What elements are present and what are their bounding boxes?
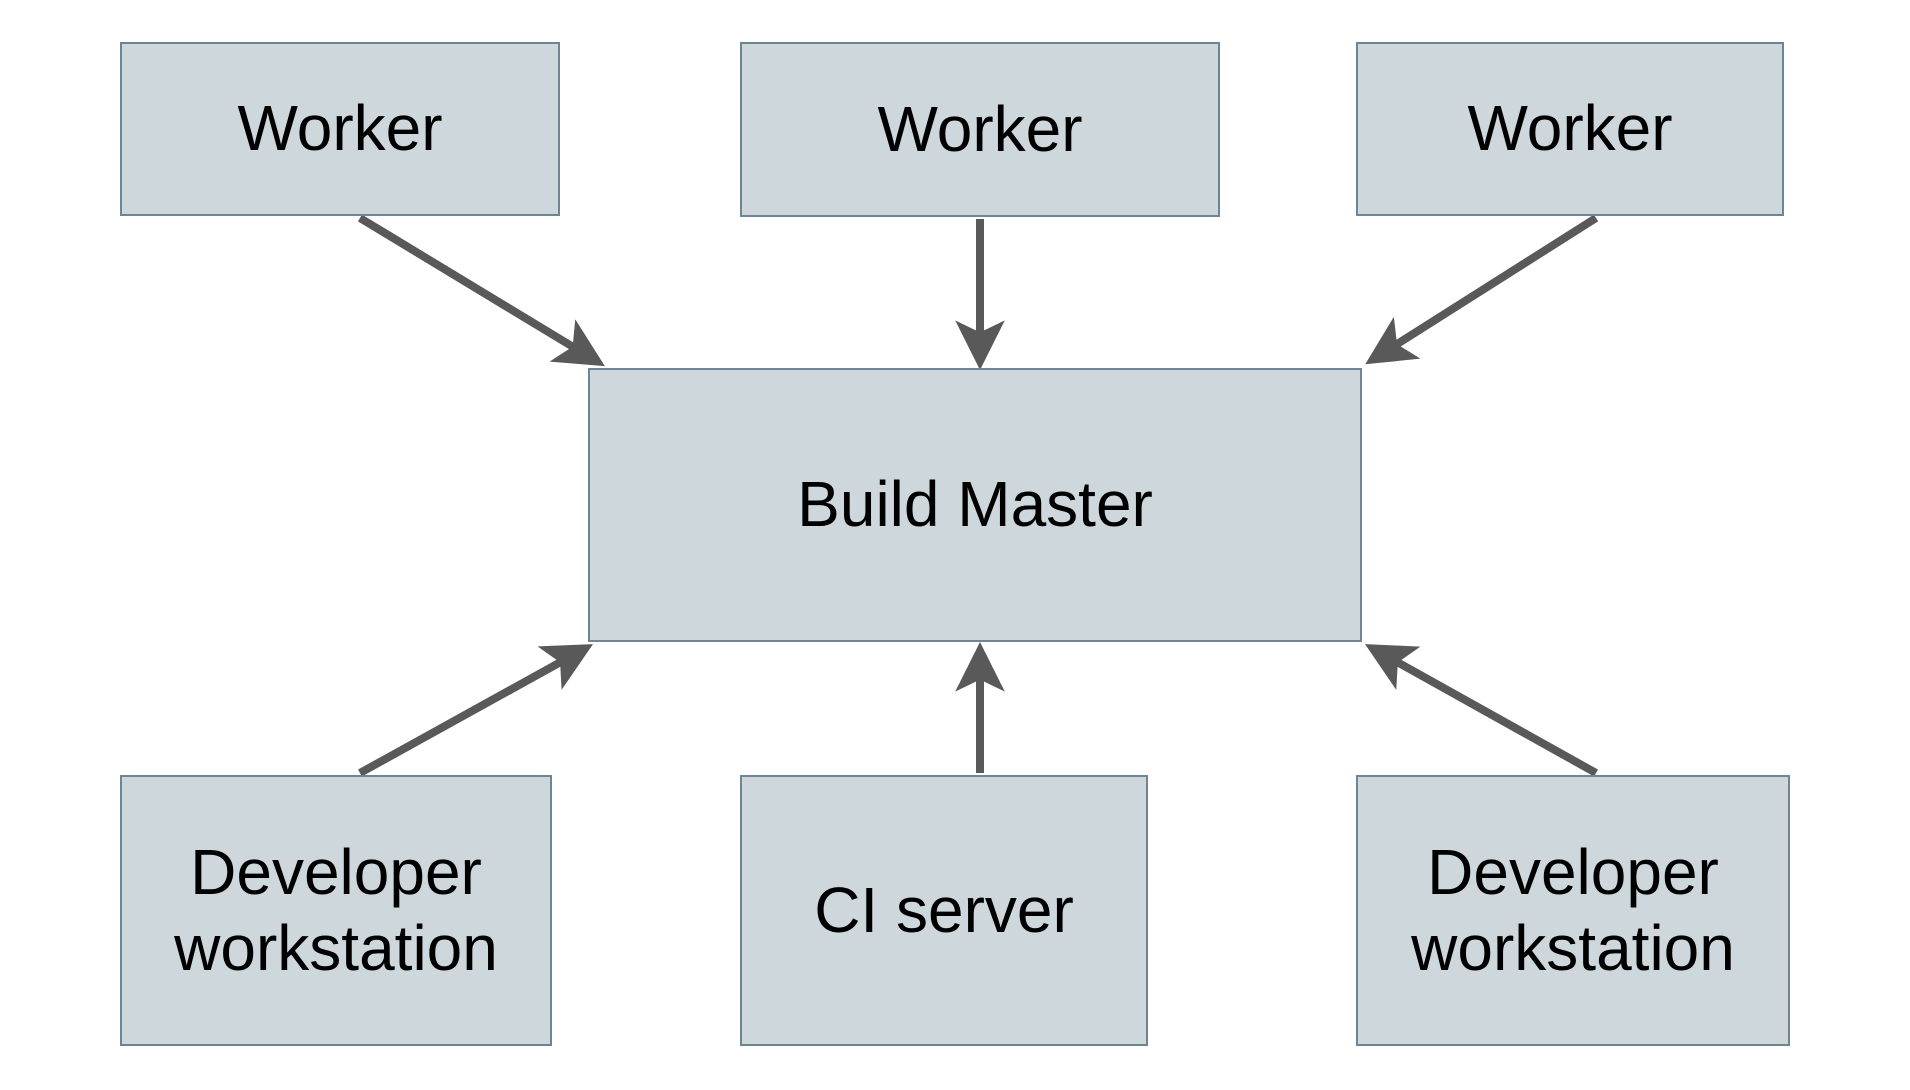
node-worker-2-label: Worker — [877, 92, 1083, 165]
node-worker-3-label: Worker — [1467, 92, 1673, 165]
node-worker-1[interactable]: Worker — [120, 42, 560, 216]
node-developer-workstation-left-label: Developer workstation — [174, 835, 498, 984]
node-developer-workstation-right[interactable]: Developer workstation — [1356, 775, 1790, 1046]
node-ci-server[interactable]: CI server — [740, 775, 1148, 1046]
node-build-master[interactable]: Build Master — [588, 368, 1362, 642]
edge-developer-workstation-left-to-build-master — [358, 644, 594, 777]
edge-developer-workstation-right-to-build-master — [1365, 644, 1598, 777]
node-worker-3[interactable]: Worker — [1356, 42, 1784, 216]
edge-worker1-to-build-master — [357, 214, 605, 367]
node-build-master-label: Build Master — [797, 468, 1153, 541]
node-ci-server-label: CI server — [814, 873, 1074, 946]
node-worker-2[interactable]: Worker — [740, 42, 1220, 217]
node-worker-1-label: Worker — [237, 92, 443, 165]
edge-worker3-to-build-master — [1365, 214, 1599, 365]
node-developer-workstation-right-label: Developer workstation — [1411, 835, 1735, 984]
node-developer-workstation-left[interactable]: Developer workstation — [120, 775, 552, 1046]
